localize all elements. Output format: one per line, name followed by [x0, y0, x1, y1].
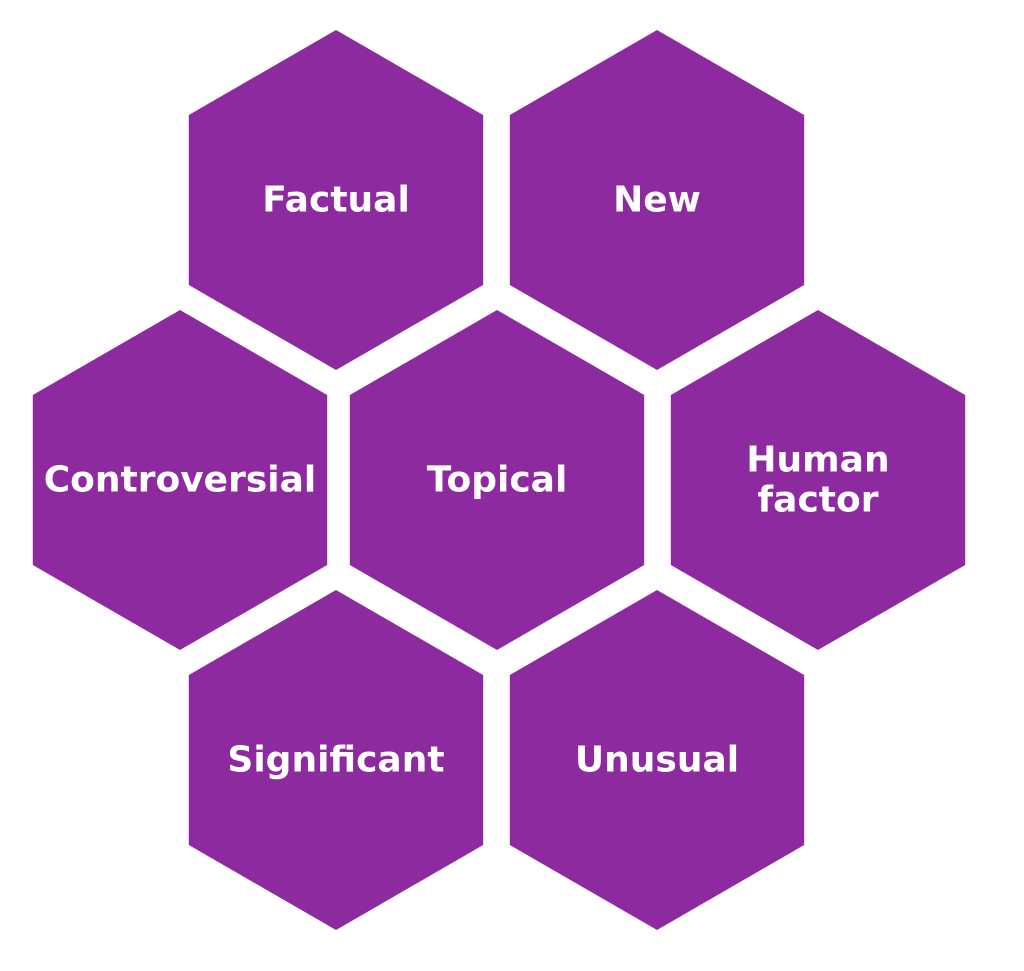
hexagon-label: factor	[758, 480, 879, 521]
hexagon-topical: Topical	[349, 310, 645, 650]
hexagon-significant: Significant	[188, 590, 484, 930]
hexagon-shape	[349, 310, 645, 650]
hexagon-label: Human	[746, 440, 889, 481]
hexagon-shape	[32, 310, 328, 650]
hexagon-shape	[670, 310, 966, 650]
hexagon-shape	[509, 30, 805, 370]
hexagon-factual: Factual	[188, 30, 484, 370]
hexagon-label: New	[613, 180, 701, 221]
hexagon-controversial: Controversial	[32, 310, 328, 650]
hexagon-label: Controversial	[44, 460, 317, 501]
hexagon-label: Significant	[227, 740, 444, 781]
hexagon-unusual: Unusual	[509, 590, 805, 930]
hexagon-label: Unusual	[575, 740, 739, 781]
hexagon-shape	[188, 30, 484, 370]
hexagon-shape	[188, 590, 484, 930]
hexagon-shape	[509, 590, 805, 930]
hexagon-label: Topical	[427, 460, 568, 501]
hexagon-new: New	[509, 30, 805, 370]
hexagon-label: Factual	[262, 180, 410, 221]
